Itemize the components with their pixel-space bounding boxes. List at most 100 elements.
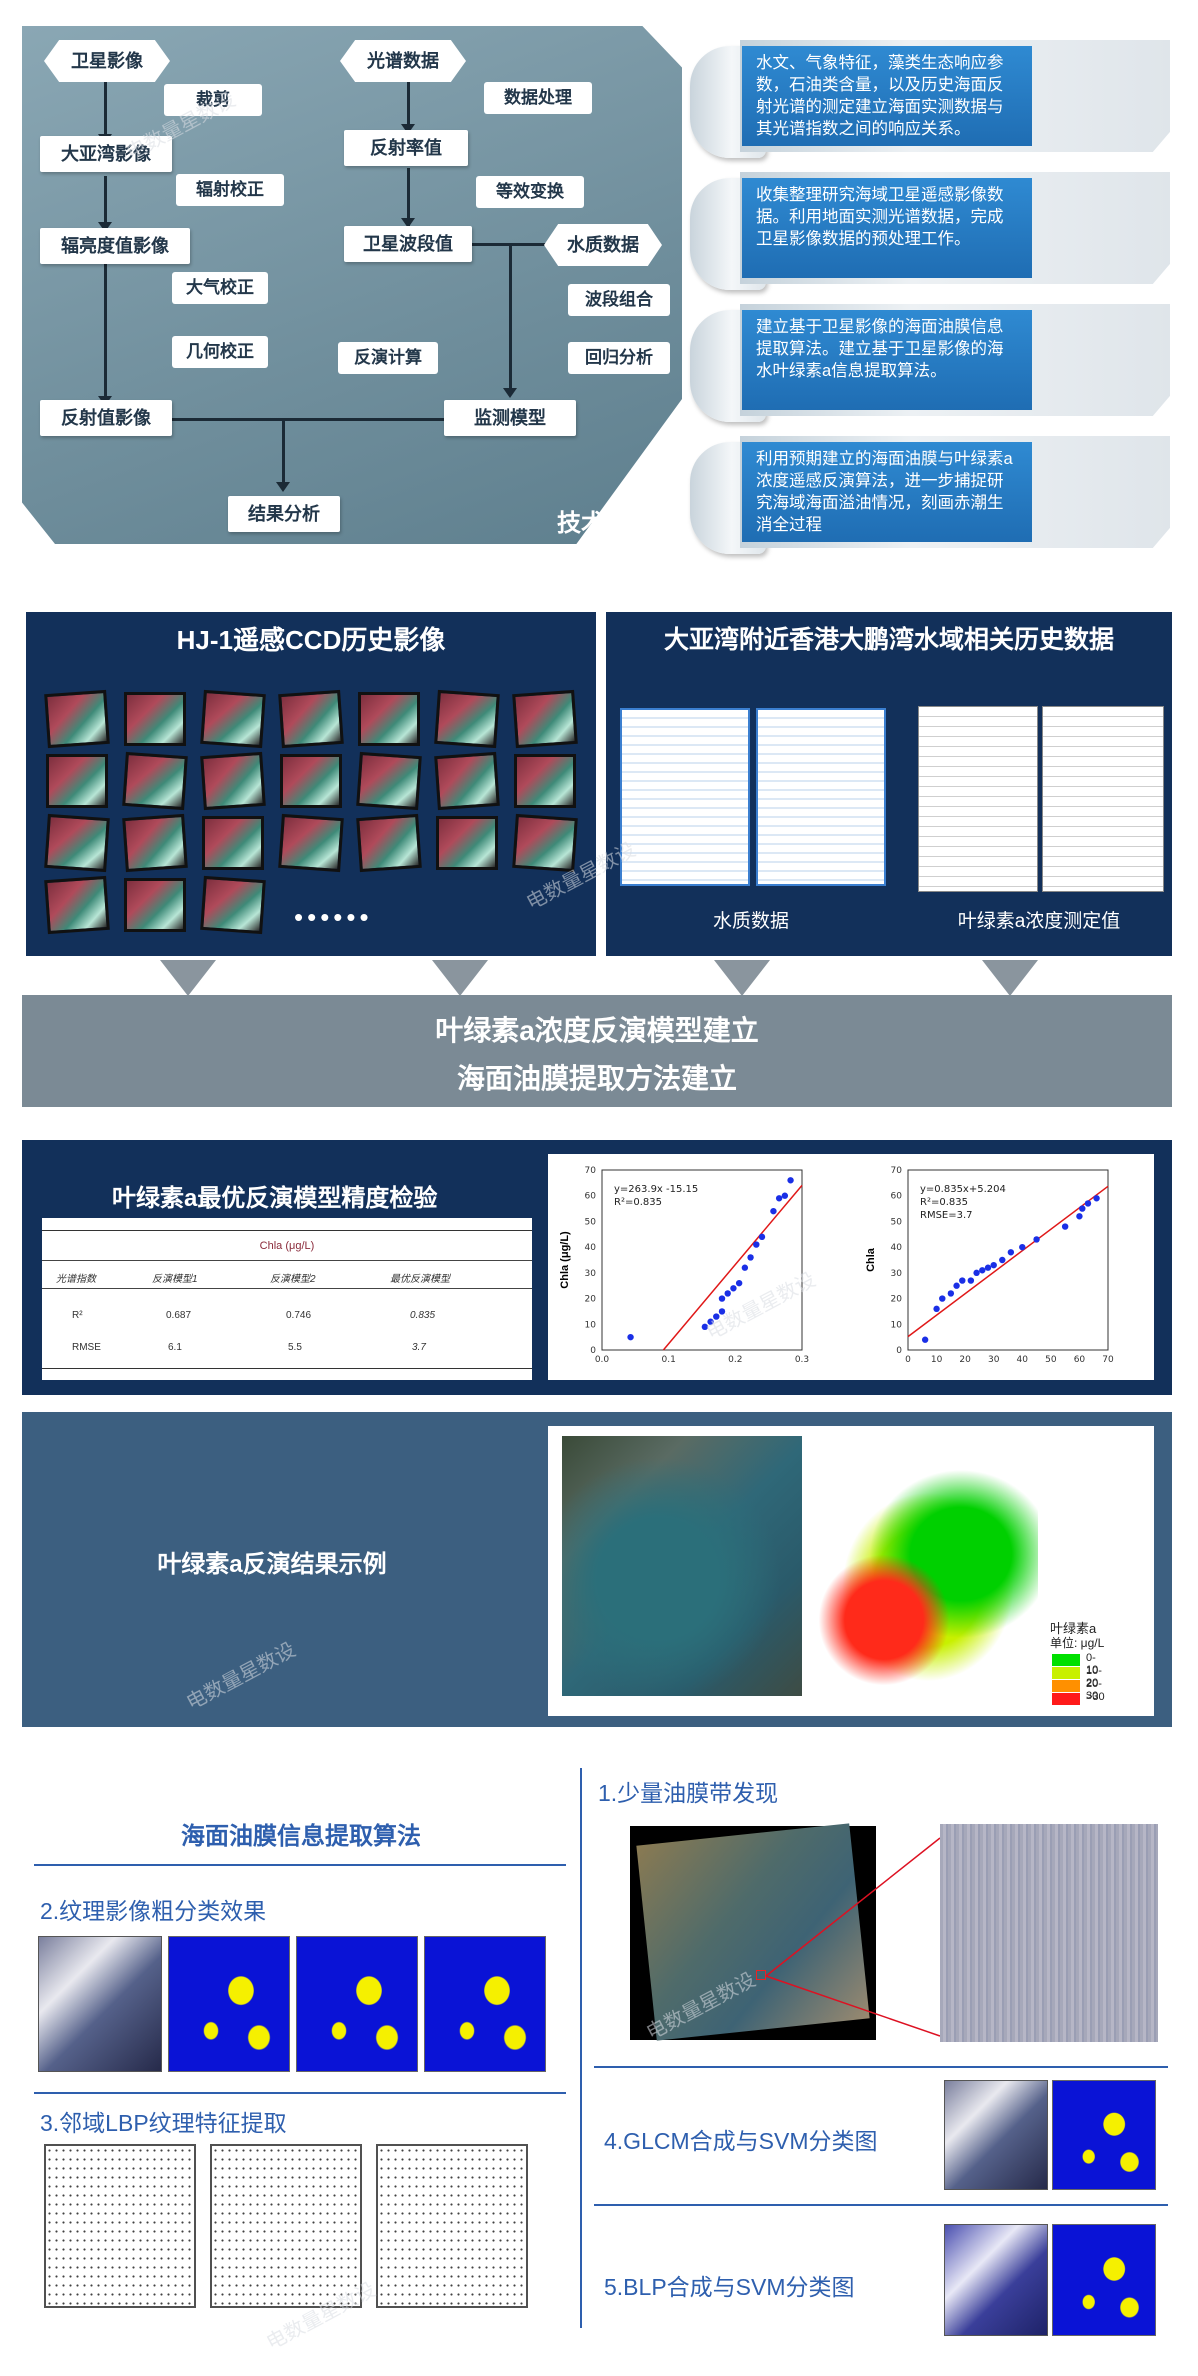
- data-point: [1079, 1205, 1086, 1212]
- y-tick-label: 60: [585, 1192, 597, 1202]
- arrow: [401, 124, 415, 134]
- ccd-thumbnail: [434, 751, 500, 811]
- chla-table-image: [918, 706, 1038, 892]
- chla-table-image-2: [1042, 706, 1164, 892]
- data-point: [730, 1285, 737, 1292]
- ccd-thumbnail: [278, 813, 344, 873]
- step-scroll-3: 建立基于卫星影像的海面油膜信息提取算法。建立基于卫星影像的海水叶绿素a信息提取算…: [690, 304, 1170, 422]
- ccd-thumbnail: [46, 754, 108, 808]
- oil-step-2-title: 2.纹理影像粗分类效果: [40, 1898, 267, 1924]
- ccd-thumbnail: [124, 692, 186, 746]
- model-build-banner: 叶绿素a浓度反演模型建立 海面油膜提取方法建立: [22, 995, 1172, 1107]
- accuracy-title: 叶绿素a最优反演模型精度检验: [112, 1185, 438, 1212]
- ccd-thumbnail: [200, 751, 266, 811]
- glcm-svm-classification: [1052, 2080, 1156, 2190]
- data-point: [627, 1333, 634, 1341]
- ccd-thumbnail: [122, 813, 188, 873]
- data-point: [999, 1256, 1006, 1264]
- oil-step-5-title: 5.BLP合成与SVM分类图: [604, 2274, 855, 2300]
- result-title: 叶绿素a反演结果示例: [157, 1551, 387, 1578]
- y-axis-label: Chla (μg/L): [559, 1231, 571, 1289]
- fit-line: [662, 1184, 803, 1351]
- x-tick-label: 20: [959, 1355, 971, 1365]
- x-tick-label: 0.3: [795, 1355, 809, 1365]
- oil-step-4-title: 4.GLCM合成与SVM分类图: [604, 2128, 878, 2154]
- arrow: [98, 222, 112, 232]
- legend-swatch: [1052, 1693, 1080, 1705]
- lbp-image-1: [44, 2144, 196, 2308]
- ccd-thumbnail: [356, 813, 422, 873]
- banner-line-2: 海面油膜提取方法建立: [456, 1063, 737, 1094]
- data-point: [758, 1233, 766, 1241]
- x-tick-label: 50: [1045, 1355, 1057, 1365]
- x-tick-label: 40: [1017, 1355, 1029, 1365]
- plot-frame: [601, 1169, 803, 1351]
- step-scroll-2: 收集整理研究海域卫星遥感影像数据。利用地面实测光谱数据，完成卫星影像数据的预处理…: [690, 172, 1170, 290]
- data-point: [781, 1192, 789, 1199]
- ccd-thumbnail: [358, 692, 420, 746]
- legend-label: 20-30: [1086, 1678, 1102, 1702]
- step-scroll-1: 水文、气象特征，藻类生态响应参数，石油类含量，以及历史海面反射光谱的测定建立海面…: [690, 40, 1170, 158]
- y-tick-label: 20: [891, 1295, 903, 1305]
- y-tick-label: 70: [891, 1166, 903, 1176]
- fit-annotation: y=263.9x -15.15: [614, 1184, 698, 1195]
- arrow: [276, 482, 290, 492]
- y-tick-label: 50: [891, 1217, 903, 1227]
- y-axis-label: Chla: [865, 1247, 877, 1272]
- x-tick-label: 70: [1102, 1355, 1114, 1365]
- node-reflectance-image: 反射值影像: [40, 400, 172, 436]
- data-point: [724, 1290, 731, 1297]
- y-tick-label: 50: [585, 1217, 597, 1227]
- node-radiance-image: 辐亮度值影像: [40, 228, 190, 264]
- blp-composite-image: [944, 2224, 1048, 2336]
- chla-inversion-map: [818, 1466, 1038, 1686]
- ccd-thumbnail: [278, 689, 344, 749]
- data-point: [933, 1305, 940, 1313]
- down-arrow-icon: [714, 960, 770, 996]
- data-point: [753, 1241, 760, 1248]
- node-result-analysis: 结果分析: [228, 496, 340, 532]
- coarse-classification-1: [168, 1936, 290, 2072]
- data-point: [770, 1207, 777, 1215]
- true-color-satellite-image: [562, 1436, 802, 1696]
- tag-inversion: 反演计算: [338, 342, 438, 374]
- legend-label: >30: [1086, 1691, 1105, 1703]
- data-point: [1007, 1249, 1015, 1256]
- ccd-thumbnail: [124, 878, 186, 932]
- y-tick-label: 40: [891, 1243, 903, 1253]
- data-point: [741, 1264, 749, 1271]
- ccd-thumbnail: [44, 689, 110, 749]
- y-tick-label: 60: [891, 1192, 903, 1202]
- route-title: 技术路线: [557, 510, 653, 537]
- data-point: [735, 1279, 743, 1287]
- node-monitoring-model: 监测模型: [444, 400, 576, 436]
- step-scroll-4: 利用预期建立的海面油膜与叶绿素a浓度遥感反演算法，进一步捕捉研究海域海面溢油情况…: [690, 436, 1170, 554]
- connector: [509, 244, 512, 394]
- ccd-thumbnail: [202, 816, 264, 870]
- ccd-thumbnail: [434, 689, 500, 749]
- table-cell: 3.7: [412, 1342, 426, 1353]
- legend-label: 10-20: [1086, 1665, 1102, 1689]
- oil-band-zoom-image: [940, 1824, 1158, 2042]
- table-header: 最优反演模型: [390, 1274, 450, 1285]
- data-point: [967, 1277, 975, 1284]
- node-band-value: 卫星波段值: [344, 226, 472, 262]
- divider: [34, 2092, 566, 2094]
- legend-title: 叶绿素a: [1050, 1621, 1097, 1636]
- y-tick-label: 0: [896, 1346, 902, 1356]
- table-cell: 0.746: [286, 1310, 312, 1321]
- data-point: [775, 1195, 783, 1202]
- x-tick-label: 30: [988, 1355, 1000, 1365]
- table-cell: RMSE: [72, 1342, 101, 1353]
- water-quality-table-image: [620, 708, 750, 886]
- data-point: [984, 1264, 992, 1271]
- ccd-thumbnail: [512, 813, 578, 873]
- ccd-thumbnail: [200, 875, 266, 935]
- y-tick-label: 10: [585, 1320, 597, 1330]
- oil-title: 海面油膜信息提取算法: [181, 1823, 421, 1850]
- ccd-thumbnail: [200, 689, 266, 749]
- dapeng-history-title: 大亚湾附近香港大鹏湾水域相关历史数据: [663, 626, 1114, 654]
- legend-label: 0-10: [1086, 1652, 1099, 1676]
- data-point: [1084, 1200, 1092, 1207]
